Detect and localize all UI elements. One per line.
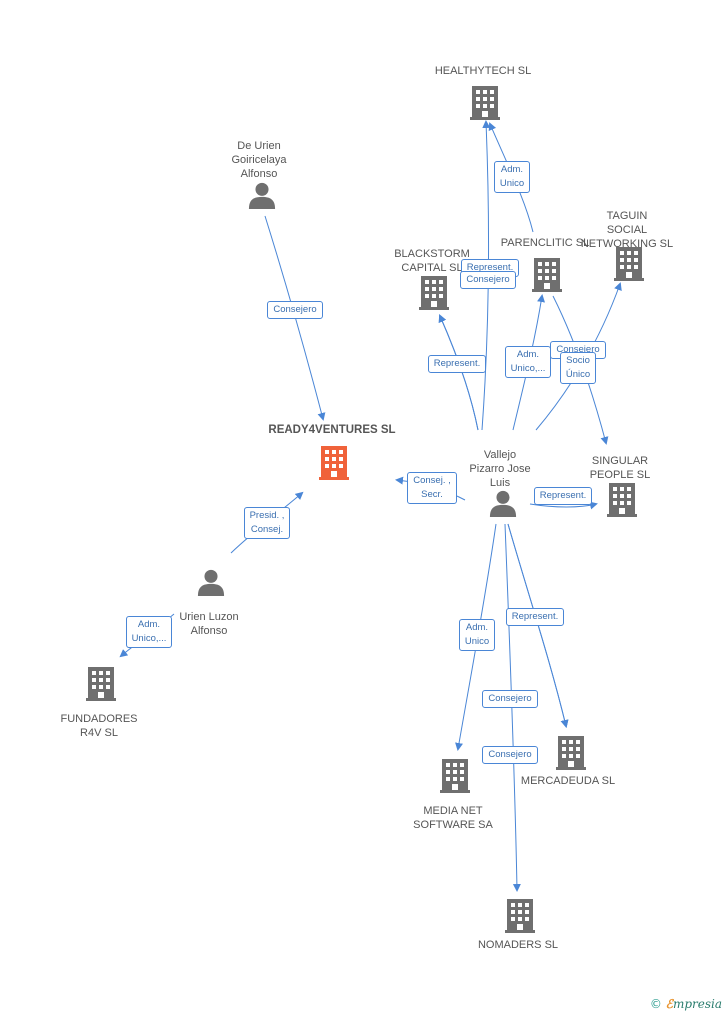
node-label-parenclitic[interactable]: PARENCLITIC SL <box>500 237 590 249</box>
edge-label-parenclitic-to-singular: Socio Único <box>559 352 597 384</box>
node-label-healthytech[interactable]: HEALTHYTECH SL <box>434 65 532 77</box>
edge-label-vallejo-to-blackstorm: Represent. <box>427 355 487 373</box>
person-icon-vallejo[interactable] <box>489 490 517 517</box>
edge-label-vallejo-to-singular: Represent. <box>533 487 593 505</box>
building-icon-blackstorm[interactable] <box>419 276 449 310</box>
building-icon-parenclitic[interactable] <box>532 258 562 292</box>
building-icon-taguin[interactable] <box>614 247 644 281</box>
edge-vallejo-to-nomaders <box>504 523 521 892</box>
node-label-blackstorm[interactable]: BLACKSTORM CAPITAL SL <box>394 248 470 274</box>
node-label-ready4[interactable]: READY4VENTURES SL <box>268 424 396 436</box>
edge-label-vallejo-to-ready4: Consej. , Secr. <box>407 472 457 504</box>
edge-label-vallejo-to-mercadeuda: Represent. <box>505 608 565 626</box>
edge-label-vallejo-to-parenclitic: Adm. Unico,... <box>504 346 552 378</box>
building-icon-ready4[interactable] <box>319 446 349 480</box>
edge-vallejo-to-mercadeuda <box>507 523 569 728</box>
edge-label-deurien-to-ready4: Consejero <box>267 301 323 319</box>
node-label-deurien[interactable]: De Urien Goiricelaya Alfonso <box>231 140 287 180</box>
node-label-medianet[interactable]: MEDIA NET SOFTWARE SA <box>413 805 493 831</box>
edge-label-urien-to-ready4: Presid. , Consej. <box>243 507 291 539</box>
person-icon-urien[interactable] <box>197 569 225 596</box>
edge-vallejo-to-blackstorm <box>438 314 479 431</box>
edge-label-vallejo-to-mercadeuda: Consejero <box>482 690 538 708</box>
node-label-vallejo[interactable]: Vallejo Pizarro Jose Luis <box>469 449 531 489</box>
node-label-nomaders[interactable]: NOMADERS SL <box>477 939 559 951</box>
edge-label-vallejo-to-blackstorm: Consejero <box>460 271 516 289</box>
nodes-layer <box>86 86 644 933</box>
node-label-fundadores[interactable]: FUNDADORES R4V SL <box>60 713 138 739</box>
node-label-singular[interactable]: SINGULAR PEOPLE SL <box>589 455 651 481</box>
building-icon-mercadeuda[interactable] <box>556 736 586 770</box>
person-icon-deurien[interactable] <box>248 182 276 209</box>
building-icon-fundadores[interactable] <box>86 667 116 701</box>
edge-label-vallejo-to-medianet: Adm. Unico <box>458 619 496 651</box>
edge-label-vallejo-to-nomaders: Consejero <box>482 746 538 764</box>
building-icon-nomaders[interactable] <box>505 899 535 933</box>
edge-vallejo-to-blackstorm <box>438 314 479 431</box>
empresia-logo[interactable]: © ℰmpresia <box>649 997 722 1011</box>
node-label-taguin[interactable]: TAGUIN SOCIAL NETWORKING SL <box>580 210 674 250</box>
edge-label-parenclitic-to-healthytech: Adm. Unico <box>493 161 531 193</box>
node-label-mercadeuda[interactable]: MERCADEUDA SL <box>520 775 616 787</box>
building-icon-medianet[interactable] <box>440 759 470 793</box>
node-label-urien[interactable]: Urien Luzon Alfonso <box>179 611 239 637</box>
building-icon-healthytech[interactable] <box>470 86 500 120</box>
edge-label-urien-to-fundadores: Adm. Unico,... <box>125 616 173 648</box>
building-icon-singular[interactable] <box>607 483 637 517</box>
